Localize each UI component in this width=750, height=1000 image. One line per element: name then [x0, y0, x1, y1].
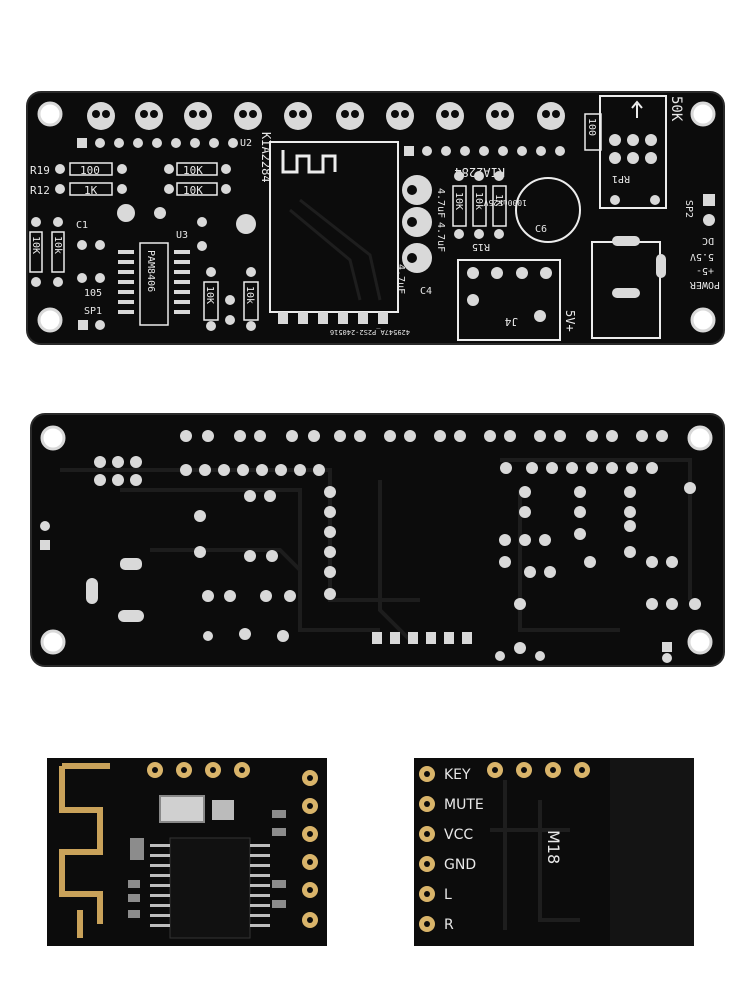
electrolytic-caps — [402, 175, 432, 273]
label-res-10k-a: 10K — [183, 164, 203, 177]
pot-rp1: 50K RP1 — [599, 95, 684, 209]
pin-label-vcc: VCC — [444, 827, 473, 843]
label-c6: C6 — [535, 224, 547, 235]
pcb-back-board — [30, 413, 725, 667]
back-through-holes — [94, 430, 701, 661]
label-power-a: +5- — [696, 265, 714, 276]
label-supply: 5V+ — [563, 310, 577, 332]
label-res-100: 100 — [80, 164, 100, 177]
label-c6-rating: 1000uF25V — [483, 198, 527, 207]
label-r-col-c: 1K — [493, 194, 504, 206]
module-back-pad-holes — [424, 767, 585, 927]
label-res-1k: 1K — [84, 184, 98, 197]
label-res-10k-bot1: 10K — [204, 286, 215, 304]
label-r15: R15 — [472, 241, 490, 252]
label-cap-47c: 4.7uF — [395, 264, 406, 294]
back-mounting-holes — [40, 425, 713, 655]
led-pads-row — [87, 102, 565, 130]
pcb-back-photo — [30, 413, 725, 667]
resistor-column-pads — [454, 171, 504, 239]
label-res-100-right: 100 — [586, 118, 597, 136]
pin-label-gnd: GND — [444, 857, 476, 873]
bt-module-front-photo — [47, 758, 327, 946]
label-pot-value: 50K — [668, 96, 684, 122]
amp-chip-footprint — [118, 242, 190, 326]
label-power-b: 5.5V — [690, 251, 714, 262]
dc-jack-footprint — [591, 236, 666, 339]
chip-pins — [150, 844, 270, 927]
label-sp1: SP1 — [84, 306, 102, 317]
label-j4: J4 — [504, 315, 518, 328]
module-footprint — [269, 141, 399, 324]
back-smd-pads — [40, 521, 672, 663]
mounting-holes — [37, 101, 716, 333]
pcb-front-board — [26, 91, 725, 345]
bt-module-back-photo: KEY MUTE VCC GND L R M18 — [414, 758, 694, 946]
label-c4: C4 — [420, 286, 432, 297]
label-r-col-b: 10k — [473, 192, 484, 210]
label-r19: R19 — [30, 164, 50, 177]
label-rp1: RP1 — [612, 173, 630, 184]
led-component — [212, 800, 234, 820]
module-model-label: M18 — [544, 830, 563, 864]
smd-passives — [128, 810, 286, 918]
label-part-no: 429547A_P2S2-240516 — [330, 328, 410, 336]
header-pads-right — [404, 146, 565, 156]
label-dc: DC — [702, 235, 714, 246]
pin-label-l: L — [444, 887, 452, 903]
label-c1: C1 — [76, 220, 88, 231]
resistor-column — [452, 185, 507, 227]
pin-label-r: R — [444, 917, 454, 933]
label-r-col-a: 10K — [453, 192, 464, 210]
pin-label-mute: MUTE — [444, 797, 484, 813]
label-amp-ic: PAM8406 — [145, 250, 156, 292]
module-back-shield — [610, 758, 694, 946]
sp1-pads — [78, 320, 105, 330]
component-pads-left — [31, 164, 256, 331]
label-sp2: SP2 — [683, 200, 694, 218]
antenna-trace — [59, 763, 110, 938]
sp2-pads — [703, 194, 715, 226]
crystal-component — [159, 795, 205, 823]
label-res-10k-bot2: 10k — [244, 286, 255, 304]
label-r12: R12 — [30, 184, 50, 197]
label-cap-105: 105 — [84, 288, 102, 299]
main-chip — [169, 837, 251, 939]
label-u2: U2 — [240, 138, 252, 149]
label-cap-47b: 4.7uF — [435, 222, 446, 252]
label-c10k-2: 10k — [52, 236, 63, 254]
cap-c6: 1000uF25V C6 — [483, 177, 581, 243]
label-c10k-1: 10K — [30, 236, 41, 254]
label-u3: U3 — [176, 230, 188, 241]
pin-label-key: KEY — [444, 767, 471, 783]
header-pads-left — [77, 138, 238, 148]
j4-connector: J4 — [457, 259, 561, 341]
label-res-10k-b: 10K — [183, 184, 203, 197]
label-power-c: POWER — [689, 279, 720, 290]
module-front-pad-holes — [152, 767, 313, 923]
pcb-front-photo: KIA2284 R19 R12 100 1K 10K 10K C1 10K 10… — [26, 91, 725, 345]
label-cap-47a: 4.7uF — [435, 188, 446, 218]
resistor-outlines-left — [29, 162, 259, 321]
module-back-traces — [490, 780, 580, 930]
